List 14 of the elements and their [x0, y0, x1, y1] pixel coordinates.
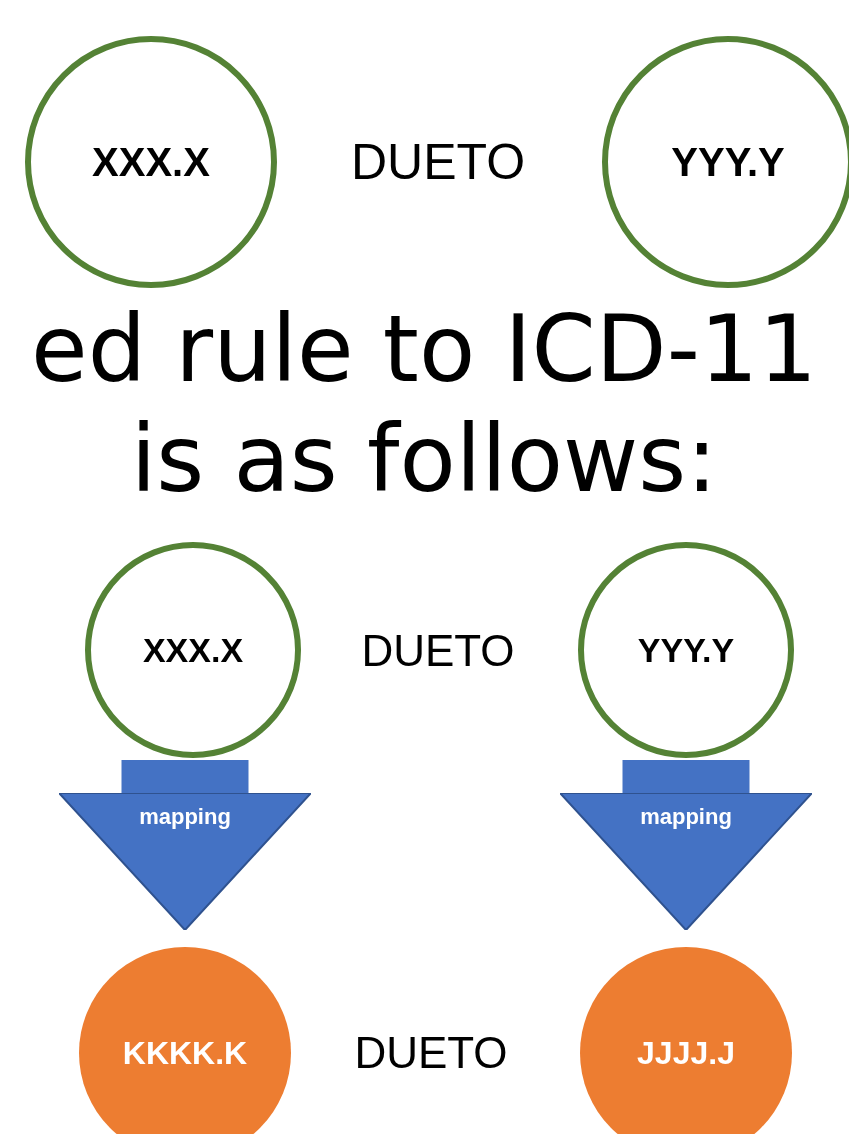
relation-label: DUETO — [350, 133, 526, 191]
code-label: XXX.X — [142, 630, 244, 670]
code-label: YYY.Y — [671, 139, 785, 185]
edge-label: mapping — [640, 804, 732, 830]
code-label: XXX.X — [92, 139, 210, 185]
block-arrow — [58, 760, 312, 931]
relation-label: DUETO — [354, 1028, 508, 1078]
edge-label: mapping — [139, 804, 231, 830]
heading-text: ed rule to ICD-11 is as follows: — [30, 294, 818, 515]
block-arrow — [559, 760, 813, 931]
relation-label: DUETO — [361, 626, 515, 676]
code-label: YYY.Y — [637, 630, 735, 670]
code-label: KKKK.K — [122, 1034, 248, 1072]
code-label: JJJJ.J — [637, 1034, 735, 1072]
